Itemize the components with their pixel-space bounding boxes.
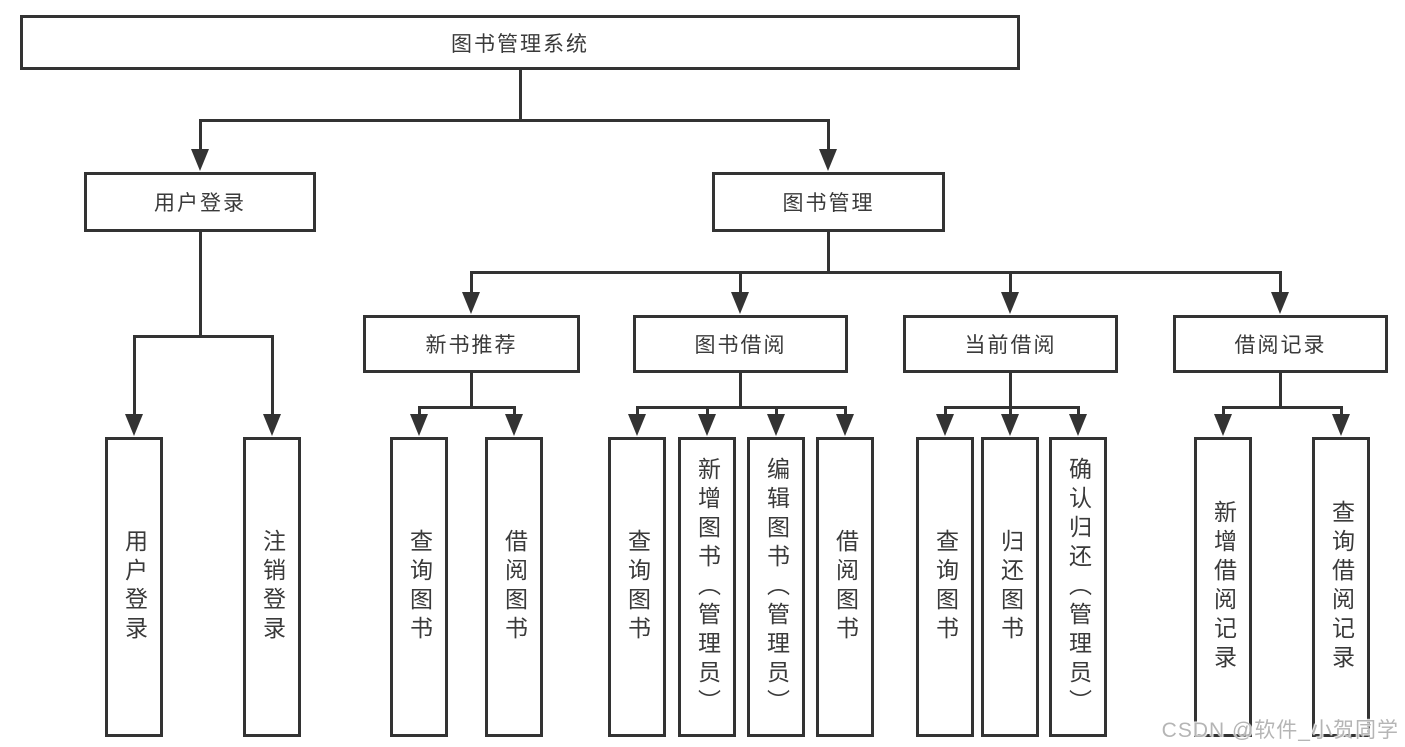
node-borrow-books-recommend: 借阅图书 [485,437,543,737]
node-query-books-recommend: 查询图书 [390,437,448,737]
connector-line [1278,373,1282,409]
node-query-books-borrowing: 查询图书 [608,437,666,737]
arrow-down-icon [125,414,143,436]
node-label: 查询图书 [932,529,959,645]
node-label: 当前借阅 [964,334,1057,357]
csdn-watermark: CSDN @软件_小贺同学 [1161,719,1399,742]
node-label: 确认归还（管理员） [1065,456,1092,718]
arrow-down-icon [1001,414,1019,436]
connector-line [738,373,742,409]
arrow-down-icon [819,149,837,171]
node-label: 新书推荐 [425,334,518,357]
node-edit-books-admin: 编辑图书（管理员） [747,437,805,737]
node-book-management-branch: 图书管理 [712,172,945,232]
arrow-down-icon [698,414,716,436]
connector-line [1008,373,1012,409]
node-library-management-system: 图书管理系统 [20,15,1020,70]
node-label: 借阅图书 [832,529,859,645]
node-label: 用户登录 [121,529,148,645]
node-label: 新增图书（管理员） [694,456,721,718]
node-label: 借阅图书 [501,529,528,645]
connector-line [518,70,522,122]
connector-line [469,272,473,306]
node-label: 归还图书 [997,529,1024,645]
arrow-down-icon [1332,414,1350,436]
connector-line [133,334,274,338]
arrow-down-icon [1069,414,1087,436]
node-borrow-books-borrowing: 借阅图书 [816,437,874,737]
connector-line [198,232,202,338]
node-label: 图书管理系统 [451,32,589,56]
arrow-down-icon [1214,414,1232,436]
connector-line [198,120,202,163]
arrow-down-icon [505,414,523,436]
connector-line [1008,272,1012,306]
node-label: 图书借阅 [694,334,787,357]
arrow-down-icon [410,414,428,436]
arrow-down-icon [191,149,209,171]
arrow-down-icon [767,414,785,436]
node-query-borrow-record: 查询借阅记录 [1312,437,1370,737]
node-add-borrow-record: 新增借阅记录 [1194,437,1252,737]
node-user-login-leaf: 用户登录 [105,437,163,737]
node-label: 查询图书 [624,529,651,645]
node-label: 用户登录 [154,192,246,215]
node-book-borrowing: 图书借阅 [633,315,848,373]
node-label: 注销登录 [259,529,286,645]
arrow-down-icon [628,414,646,436]
arrow-down-icon [1001,292,1019,314]
arrow-down-icon [936,414,954,436]
node-add-books-admin: 新增图书（管理员） [678,437,736,737]
node-return-books: 归还图书 [981,437,1039,737]
node-borrowing-records: 借阅记录 [1173,315,1388,373]
connector-line [132,336,136,428]
connector-line [270,336,274,428]
connector-line [469,373,473,409]
arrow-down-icon [263,414,281,436]
arrow-down-icon [731,292,749,314]
node-current-borrowing: 当前借阅 [903,315,1118,373]
connector-line [826,232,830,274]
node-new-book-recommendation: 新书推荐 [363,315,580,373]
connector-line [738,272,742,306]
node-label: 编辑图书（管理员） [763,456,790,718]
connector-line [944,405,1080,409]
connector-line [199,118,830,122]
connector-line [826,120,830,163]
node-query-books-current: 查询图书 [916,437,974,737]
node-label: 查询图书 [406,529,433,645]
arrow-down-icon [836,414,854,436]
node-confirm-return-admin: 确认归还（管理员） [1049,437,1107,737]
arrow-down-icon [462,292,480,314]
connector-line [1222,405,1343,409]
node-user-login-branch: 用户登录 [84,172,316,232]
connector-line [418,405,516,409]
node-logout-leaf: 注销登录 [243,437,301,737]
node-label: 新增借阅记录 [1210,500,1237,674]
connector-line [636,405,847,409]
connector-line [1278,272,1282,306]
arrow-down-icon [1271,292,1289,314]
node-label: 图书管理 [782,192,875,215]
connector-line [470,270,1282,274]
node-label: 查询借阅记录 [1328,500,1355,674]
node-label: 借阅记录 [1234,334,1327,357]
